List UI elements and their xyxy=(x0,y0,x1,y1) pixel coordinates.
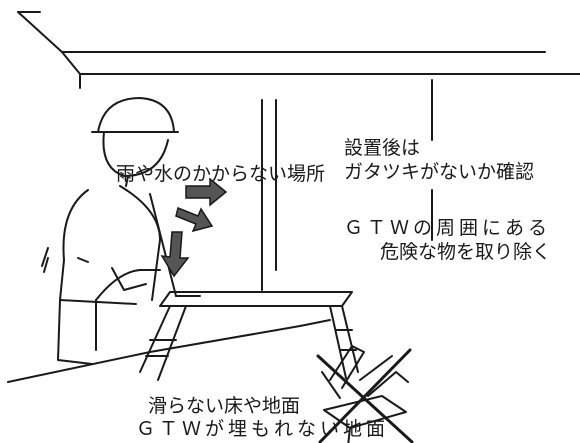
roof-eave xyxy=(17,11,580,89)
tools-pile-icon xyxy=(316,345,414,443)
helmet-icon xyxy=(97,97,175,133)
label-around-gtw: ＧＴＷの周囲にある xyxy=(344,217,552,239)
work-platform xyxy=(139,291,359,381)
cross-mark-icon xyxy=(316,348,414,443)
arrow-right-icon xyxy=(175,206,214,233)
arrow-right-icon xyxy=(185,177,228,207)
label-rain-free-location: 雨や水のかからない場所 xyxy=(116,163,326,185)
arrow-down-icon xyxy=(160,231,190,278)
label-check-wobble: ガタツキがないか確認 xyxy=(344,161,535,183)
worker-figure xyxy=(41,97,201,365)
label-after-install: 設置後は xyxy=(344,137,421,159)
label-non-slip-floor: 滑らない床や地面 xyxy=(148,395,301,417)
label-firm-ground: ＧＴＷが埋もれない地面 xyxy=(136,418,390,440)
label-remove-hazards: 危険な物を取り除く xyxy=(380,241,552,263)
